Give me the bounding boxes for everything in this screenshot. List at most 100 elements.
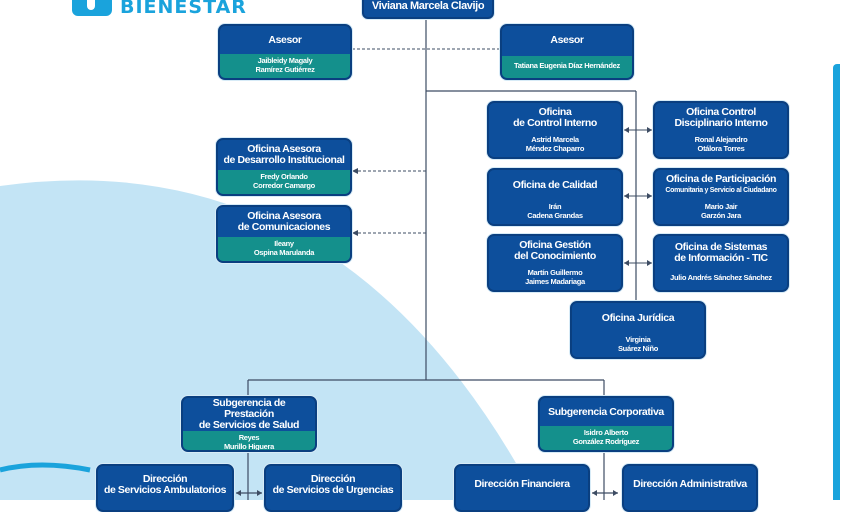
advisor-box[interactable]: Asesor Jaibleidy Magaly Ramírez Gutiérre… (218, 24, 352, 80)
office-title-line: de Control Interno (513, 117, 597, 129)
office-person: Ronal Alejandro Otálora Torres (655, 133, 787, 157)
direccion-title-line: de Servicios de Urgencias (272, 484, 394, 496)
office-title-line: Oficina de Sistemas (674, 241, 768, 254)
person-line: Garzón Jara (700, 210, 742, 220)
person-line: Jaibleidy Magaly (257, 56, 313, 65)
office-title-line: Oficina Asesora (247, 143, 321, 155)
office-title-line: Comunitaria y Servicio al Ciudadano (665, 187, 777, 194)
office-box[interactable]: Oficina de Calidad Irán Cadena Grandas (487, 168, 623, 226)
office-title-line: Oficina Gestión (519, 239, 591, 251)
office-title-line: Oficina Jurídica (601, 311, 675, 324)
subgerencia-person: Reyes Murillo Higuera (183, 431, 315, 451)
office-person: Fredy Orlando Corredor Camargo (218, 170, 350, 194)
person-line: Suárez Niño (617, 343, 659, 353)
office-title-line: Oficina de Participación (665, 173, 776, 185)
direccion-title-line: de Servicios Ambulatorios (103, 484, 227, 496)
subgerencia-box[interactable]: Subgerencia Corporativa Isidro Alberto G… (538, 396, 674, 452)
direccion-box[interactable]: Dirección Financiera (454, 464, 590, 512)
office-title: Oficina de Calidad (489, 170, 621, 200)
logo-icon (72, 0, 112, 16)
person-line: Astrid Marcela (531, 135, 579, 144)
person-line: Irán (548, 202, 562, 211)
person-line: Isidro Alberto (583, 428, 629, 437)
subgerencia-title-line: Subgerencia Corporativa (548, 405, 664, 418)
subgerencia-title-line: de Servicios de Salud (198, 419, 300, 431)
person-line: Tatiana Eugenia Díaz Hernández (514, 60, 620, 70)
office-title-line: Disciplinario Interno (674, 117, 768, 129)
advisor-box[interactable]: Asesor Tatiana Eugenia Díaz Hernández (500, 24, 634, 80)
subgerencia-title: Subgerencia Corporativa (540, 398, 672, 426)
person-line: Corredor Camargo (253, 180, 315, 190)
office-person: Julio Andrés Sánchez Sánchez (655, 270, 787, 290)
advisor-title: Asesor (550, 34, 584, 47)
person-line: Murillo Higuera (223, 441, 275, 451)
direccion-title-line: Dirección (310, 473, 356, 485)
office-title-line: Oficina de Calidad (512, 178, 598, 191)
office-title-line: Oficina Control (686, 106, 756, 118)
person-line: Reyes (238, 433, 260, 442)
person-line: Cadena Grandas (527, 210, 583, 220)
direccion-title: Dirección Administrativa (624, 466, 756, 490)
advisor-person: Jaibleidy Magaly Ramírez Gutiérrez (220, 54, 350, 78)
brand-logo: BIENESTAR (72, 0, 247, 18)
direccion-title: Dirección Financiera (456, 466, 588, 490)
office-title-line: del Conocimiento (514, 250, 596, 262)
office-box[interactable]: Oficina Jurídica Virginia Suárez Niño (570, 301, 706, 359)
office-person: Astrid Marcela Méndez Chaparro (489, 133, 621, 157)
person-line: Otálora Torres (697, 143, 745, 153)
office-person: Ileany Ospina Marulanda (218, 237, 350, 261)
accent-bar (833, 64, 840, 500)
direccion-title-line: Dirección Administrativa (633, 478, 747, 490)
top-node-title: Viviana Marcela Clavijo (371, 0, 485, 12)
person-line: Martín Guillermo (527, 268, 583, 277)
office-title-line: de Comunicaciones (237, 221, 331, 233)
person-line: Ileany (274, 239, 294, 248)
office-person: Martín Guillermo Jaimes Madariaga (489, 266, 621, 290)
person-line: Ramírez Gutiérrez (255, 64, 315, 74)
person-line: Virginia (625, 335, 651, 344)
office-person: Irán Cadena Grandas (489, 200, 621, 224)
office-person: Mario Jair Garzón Jara (655, 200, 787, 224)
person-line: Ronal Alejandro (694, 135, 748, 144)
direccion-title-line: Dirección Financiera (474, 478, 570, 490)
office-person: Virginia Suárez Niño (572, 333, 704, 357)
top-node[interactable]: Viviana Marcela Clavijo (362, 0, 494, 19)
person-line: Mario Jair (704, 202, 738, 211)
office-title-line: Oficina (538, 106, 572, 118)
advisor-title: Asesor (268, 33, 302, 46)
direccion-box[interactable]: Dirección Administrativa (622, 464, 758, 512)
person-line: Fredy Orlando (260, 172, 308, 181)
direccion-title-line: Dirección (142, 473, 188, 485)
background-decoration (0, 180, 540, 500)
office-title-line: de Información - TIC (674, 252, 768, 265)
person-line: Ospina Marulanda (253, 247, 315, 257)
person-line: González Rodríguez (572, 436, 640, 446)
logo-text: BIENESTAR (120, 0, 247, 18)
subgerencia-title-line: Subgerencia de Prestación (212, 397, 286, 420)
office-title-line: Oficina Asesora (247, 210, 321, 222)
subgerencia-person: Isidro Alberto González Rodríguez (540, 426, 672, 450)
person-line: Jaimes Madariaga (525, 276, 585, 286)
office-title-line: de Desarrollo Institucional (223, 154, 345, 166)
office-title: Oficina Jurídica (572, 303, 704, 333)
